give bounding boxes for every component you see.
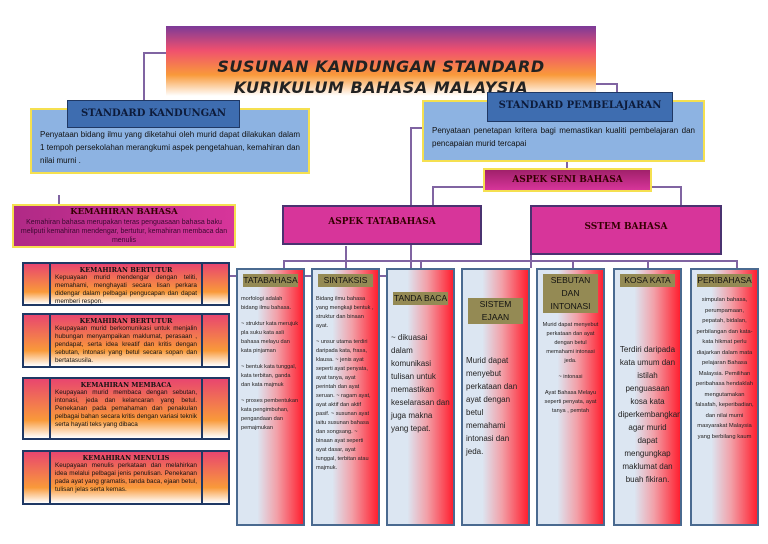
standard-kandungan-text: Penyataan bidang ilmu yang diketahui ole… — [40, 130, 300, 165]
column-sintaksis: SINTAKSIS Bidang ilmu bahasa yang mengka… — [311, 268, 380, 526]
column-sistem-ejaan: SISTEM EJAAN Murid dapat menyebut perkat… — [461, 268, 530, 526]
standard-pembelajaran-label: STANDARD PEMBELAJARAN — [487, 92, 673, 122]
aspek-seni-bahasa: ASPEK SENI BAHASA — [483, 168, 652, 192]
column-peribahasa: PERIBAHASA simpulan bahasa, perumpamaan,… — [690, 268, 759, 526]
column-tanda-baca: TANDA BACA ~ dikuasai dalam komunikasi t… — [386, 268, 455, 526]
kemahiran-bahasa-box: KEMAHIRAN BAHASA Kemahiran bahasa merupa… — [12, 204, 236, 248]
title-banner — [166, 26, 596, 96]
kemahiran-bahasa-label: KEMAHIRAN BAHASA — [70, 207, 178, 217]
standard-kandungan-label: STANDARD KANDUNGAN — [67, 100, 240, 128]
column-kosa-kata: KOSA KATA Terdiri daripada kata umum dan… — [613, 268, 682, 526]
kemahiran-bahasa-text: Kemahiran bahasa merupakan teras penguas… — [20, 219, 228, 244]
aspek-tatabahasa: ASPEK TATABAHASA — [282, 205, 482, 245]
page-title: SUSUNAN KANDUNGAN STANDARD KURIKULUM BAH… — [217, 57, 545, 97]
column-sebutan-intonasi: SEBUTAN DAN INTONASI Murid dapat menyebu… — [536, 268, 605, 526]
column-tatabahasa: TATABAHASA morfologi adalah bidang ilmu … — [236, 268, 305, 526]
standard-pembelajaran-text: Penyataan penetapan kritera bagi memasti… — [432, 126, 695, 148]
sistem-bahasa: SSTEM BAHASA — [530, 205, 722, 255]
